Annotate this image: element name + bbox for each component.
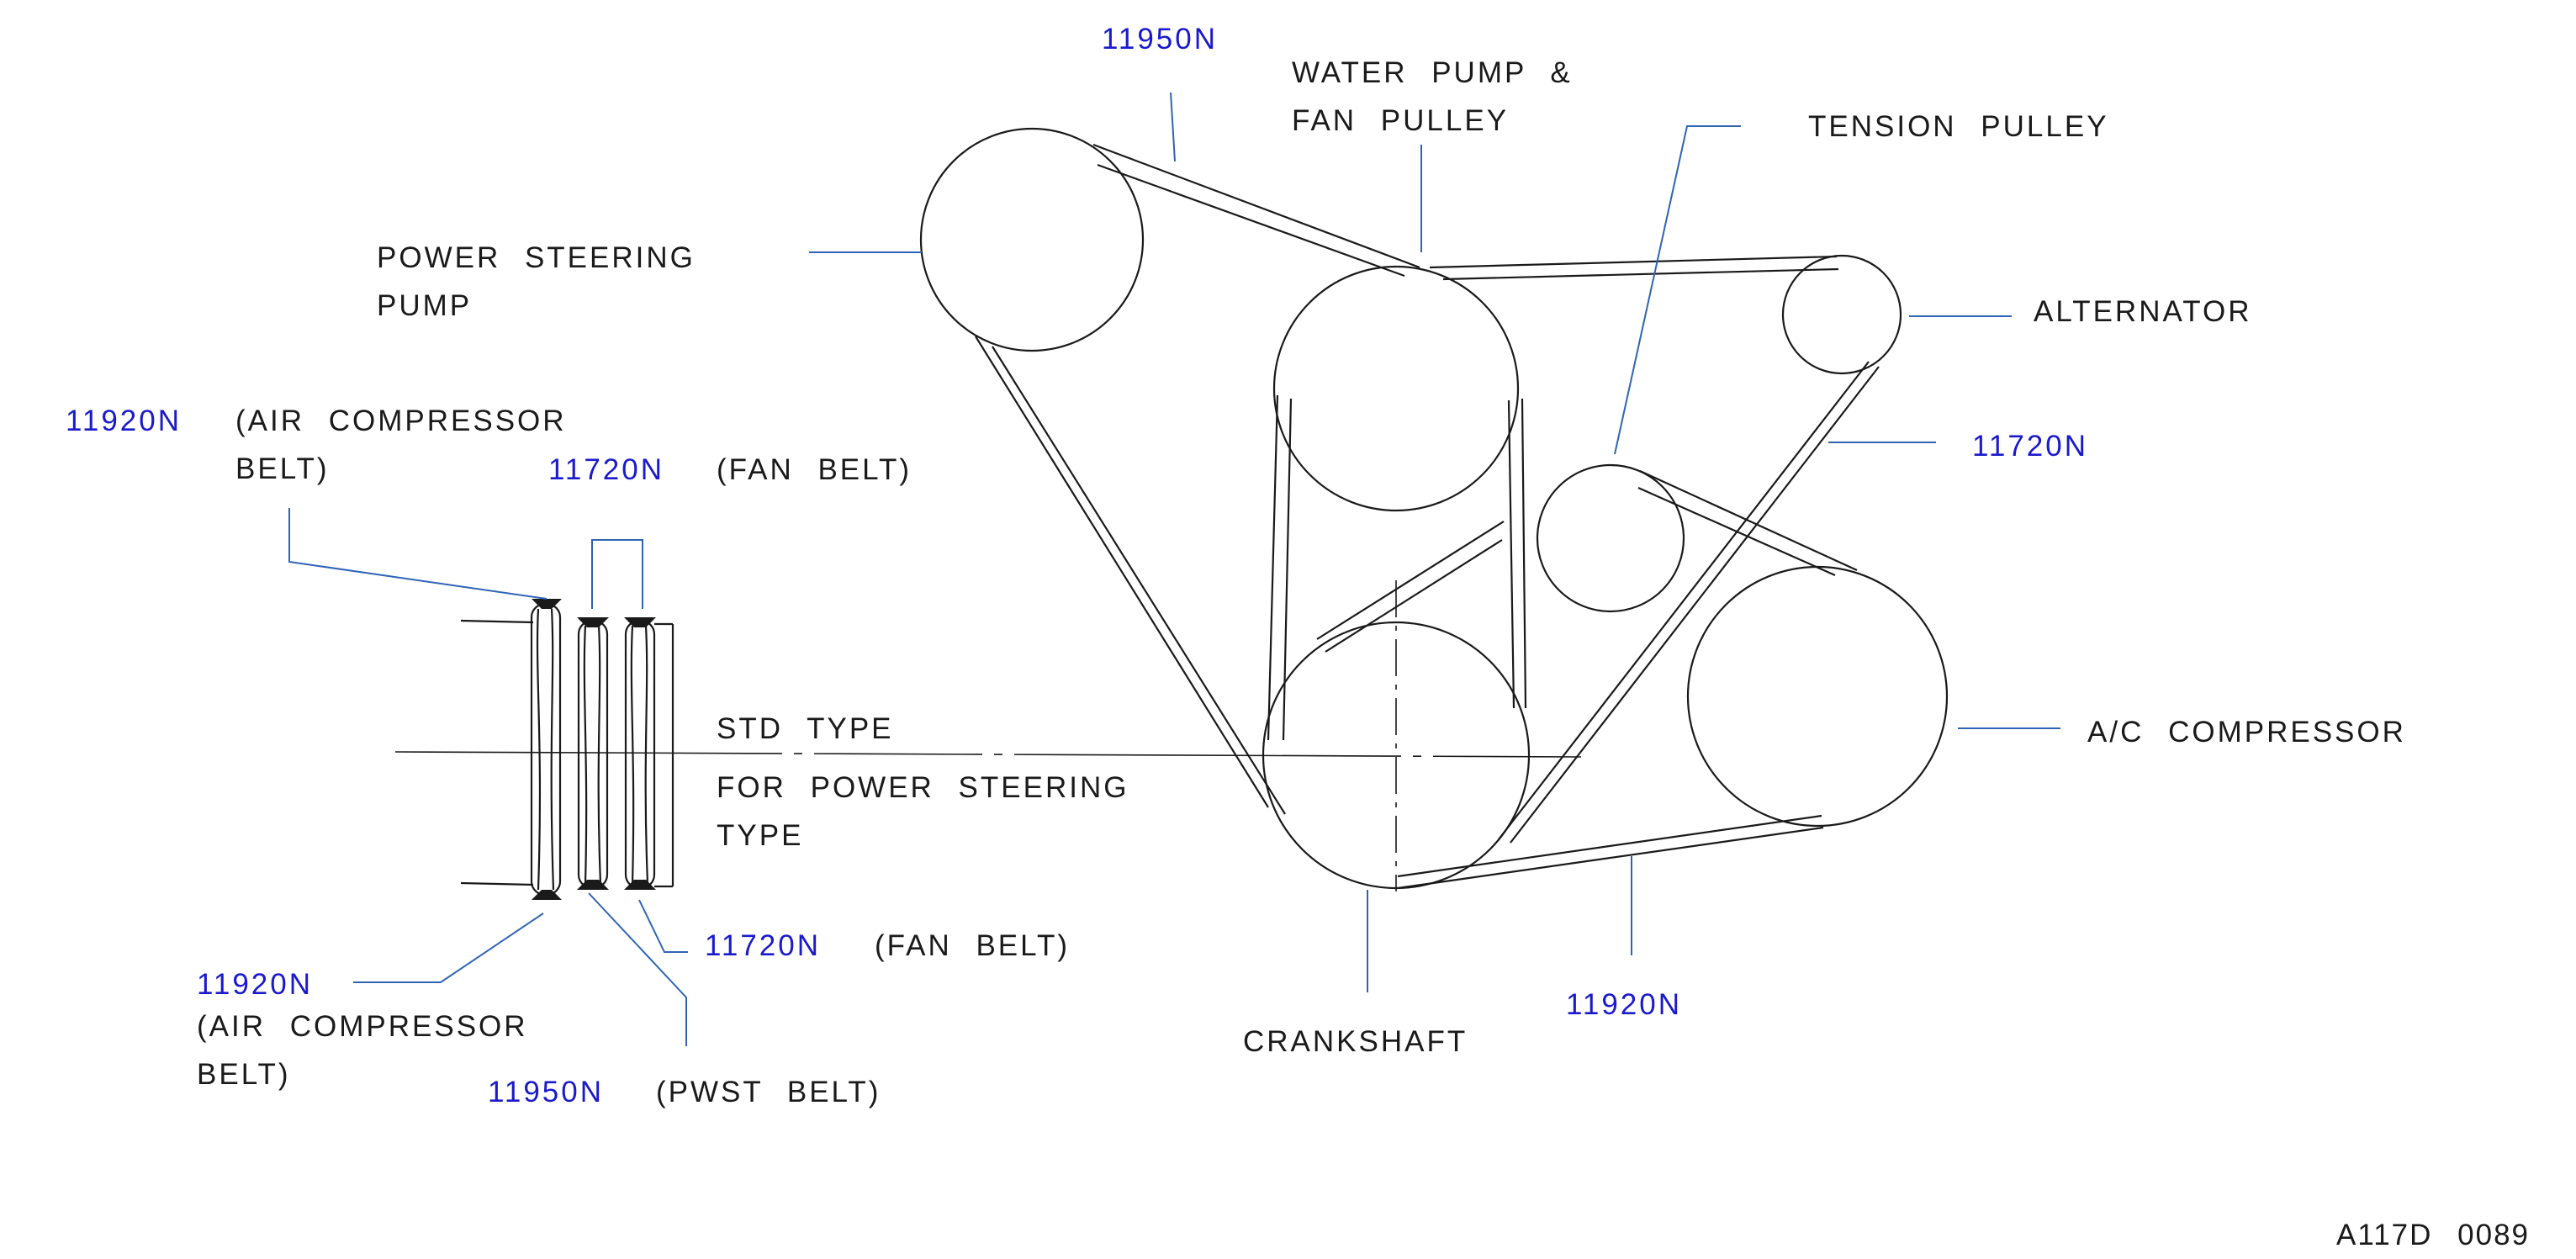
ac-compressor-pulley: [1686, 565, 1949, 828]
part-number-pwst-top: 11950N: [1102, 23, 1219, 56]
power-steering-type-label: FOR POWER STEERING TYPE: [717, 771, 1129, 852]
part-number-aircomp-side-top: 11920N: [66, 405, 182, 437]
document-code: A117D 0089: [2336, 1219, 2531, 1251]
part-number-fan-side-bottom: 11720N: [705, 929, 822, 962]
belt-wedge-markers: [532, 599, 656, 900]
part-number-aircomp-side-bottom: 11920N: [197, 968, 314, 1001]
air-compressor-belt: [1316, 469, 1858, 890]
alternator-label: ALTERNATOR: [2034, 295, 2252, 328]
part-number-fan-side-top: 11720N: [548, 453, 665, 486]
leader-lines: [288, 92, 2060, 1046]
belt-section-view: [460, 602, 674, 897]
tension-pulley-label: TENSION PULLEY: [1808, 110, 2109, 143]
crankshaft-label: CRANKSHAFT: [1243, 1025, 1468, 1058]
tension-pulley: [1536, 463, 1685, 613]
water-pump-fan-pulley: [1272, 265, 1520, 512]
fan-belt-bottom-label: (FAN BELT): [875, 929, 1071, 962]
part-number-aircomp-bottom: 11920N: [1566, 988, 1683, 1021]
water-pump-fan-pulley-label: WATER PUMP & FAN PULLEY: [1292, 56, 1573, 137]
fan-belt-top-label: (FAN BELT): [717, 453, 912, 486]
air-compressor-belt-bottom-label: (AIR COMPRESSOR BELT): [197, 1010, 528, 1091]
alternator-pulley: [1781, 254, 1902, 375]
ac-compressor-label: A/C COMPRESSOR: [2087, 716, 2406, 749]
horizontal-center-line: [394, 751, 1582, 758]
std-type-label: STD TYPE: [717, 712, 894, 745]
air-compressor-belt-top-label: (AIR COMPRESSOR BELT): [235, 405, 567, 485]
fan-belt: [1267, 255, 1880, 844]
power-steering-pulley: [919, 127, 1145, 352]
pwst-belt-label: (PWST BELT): [656, 1076, 881, 1108]
pwst-belt: [975, 143, 1420, 815]
part-number-pwst-side-bottom: 11950N: [488, 1076, 605, 1108]
power-steering-pump-label: POWER STEERING PUMP: [377, 241, 696, 322]
part-number-fan-right: 11720N: [1972, 430, 2089, 463]
